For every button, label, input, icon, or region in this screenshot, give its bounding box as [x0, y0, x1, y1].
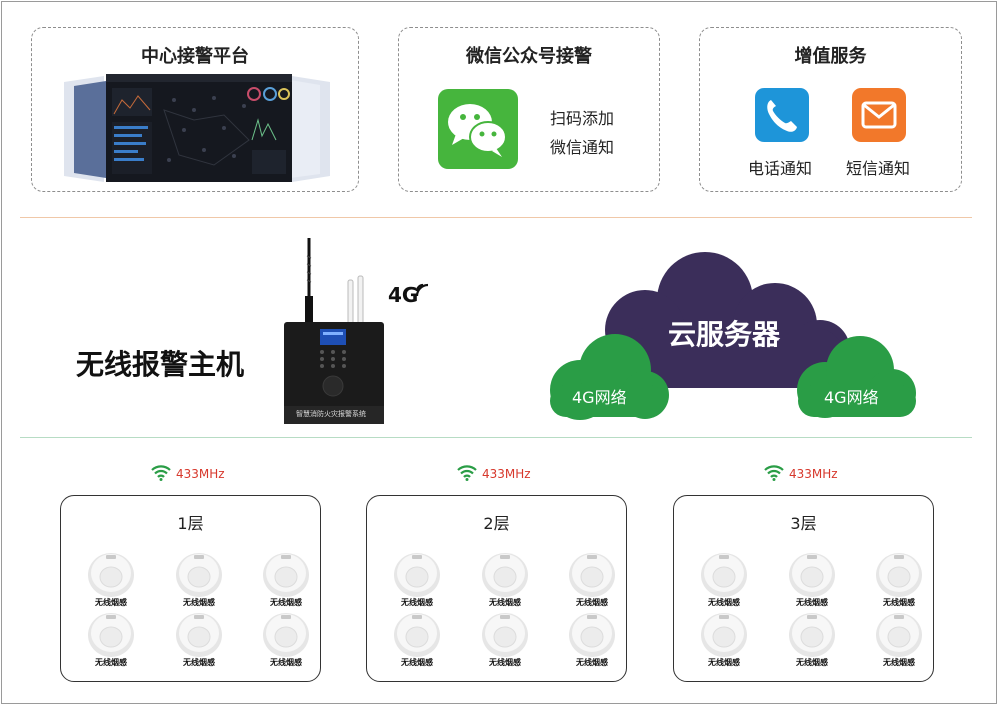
smoke-sensor: 无线烟感 [694, 551, 754, 611]
floor-title: 2层 [483, 514, 510, 533]
sensor-label: 无线烟感 [183, 598, 215, 607]
smoke-detector-icon [869, 611, 929, 663]
smoke-detector-icon [81, 611, 141, 663]
smoke-detector-icon [475, 551, 535, 603]
smoke-detector-icon [562, 611, 622, 663]
smoke-sensor: 无线烟感 [562, 611, 622, 671]
sensor-label: 无线烟感 [796, 598, 828, 607]
smoke-sensor: 无线烟感 [694, 611, 754, 671]
divider-bottom [20, 437, 972, 438]
smoke-detector-icon [169, 611, 229, 663]
sensor-label: 无线烟感 [401, 598, 433, 607]
sensor-label: 无线烟感 [883, 658, 915, 667]
smoke-detector-icon [256, 611, 316, 663]
wireless-signal-icon [150, 463, 172, 485]
sensor-label: 无线烟感 [95, 598, 127, 607]
smoke-sensor: 无线烟感 [81, 551, 141, 611]
smoke-detector-icon [256, 551, 316, 603]
device-caption: 智慧消防火灾报警系统 [296, 410, 366, 418]
smoke-detector-icon [562, 551, 622, 603]
frequency-text: 433MHz [789, 467, 838, 481]
value-added-title: 增值服务 [794, 46, 867, 67]
smoke-sensor: 无线烟感 [475, 611, 535, 671]
smoke-sensor: 无线烟感 [387, 611, 447, 671]
left-network-cloud [550, 334, 669, 420]
smoke-sensor: 无线烟感 [256, 551, 316, 611]
sensor-label: 无线烟感 [576, 658, 608, 667]
sms-icon [852, 88, 906, 142]
cloud-label: 云服务器 [668, 318, 781, 351]
badge-4g-text: 4G [388, 283, 419, 307]
sensor-label: 无线烟感 [883, 598, 915, 607]
frequency-text: 433MHz [176, 467, 225, 481]
wechat-line2: 微信通知 [550, 138, 615, 157]
sensor-label: 无线烟感 [270, 658, 302, 667]
smoke-detector-icon [694, 611, 754, 663]
floor-box: 1层无线烟感无线烟感无线烟感无线烟感无线烟感无线烟感 [60, 495, 321, 682]
smoke-detector-icon [387, 611, 447, 663]
wechat-title: 微信公众号接警 [466, 46, 592, 67]
smoke-detector-icon [869, 551, 929, 603]
smoke-sensor: 无线烟感 [782, 611, 842, 671]
cloud-graphic [550, 252, 916, 420]
smoke-sensor: 无线烟感 [869, 551, 929, 611]
frequency-label: 433MHz [150, 463, 225, 485]
center-platform-title: 中心接警平台 [141, 46, 249, 67]
badge-4g: 4G [388, 283, 429, 307]
smoke-sensor: 无线烟感 [387, 551, 447, 611]
wechat-box: 微信公众号接警 [398, 27, 660, 192]
smoke-detector-icon [387, 551, 447, 603]
sensor-label: 无线烟感 [401, 658, 433, 667]
value-added-box: 增值服务 [699, 27, 962, 192]
floor-box: 3层无线烟感无线烟感无线烟感无线烟感无线烟感无线烟感 [673, 495, 934, 682]
smoke-sensor: 无线烟感 [256, 611, 316, 671]
floor-box: 2层无线烟感无线烟感无线烟感无线烟感无线烟感无线烟感 [366, 495, 627, 682]
sensor-label: 无线烟感 [183, 658, 215, 667]
sensor-label: 无线烟感 [796, 658, 828, 667]
sensor-label: 无线烟感 [708, 598, 740, 607]
smoke-detector-icon [169, 551, 229, 603]
smoke-sensor: 无线烟感 [562, 551, 622, 611]
wechat-icon [438, 89, 518, 169]
signal-wave-icon [415, 283, 429, 297]
left-network-label: 4G网络 [572, 388, 627, 407]
sensor-label: 无线烟感 [489, 598, 521, 607]
smoke-detector-icon [475, 611, 535, 663]
sensor-label: 无线烟感 [95, 658, 127, 667]
smoke-sensor: 无线烟感 [475, 551, 535, 611]
sms-label: 短信通知 [846, 159, 911, 178]
frequency-text: 433MHz [482, 467, 531, 481]
right-network-cloud [797, 336, 916, 418]
frequency-label: 433MHz [456, 463, 531, 485]
sensor-label: 无线烟感 [270, 598, 302, 607]
smoke-sensor: 无线烟感 [782, 551, 842, 611]
wireless-signal-icon [763, 463, 785, 485]
smoke-detector-icon [782, 551, 842, 603]
host-title: 无线报警主机 [76, 348, 245, 381]
smoke-detector-icon [694, 551, 754, 603]
right-network-label: 4G网络 [824, 388, 879, 407]
center-platform-box: 中心接警平台 [31, 27, 359, 192]
divider-top [20, 217, 972, 218]
dashboard-screenshot [64, 74, 330, 182]
wireless-signal-icon [456, 463, 478, 485]
phone-icon [755, 88, 809, 142]
sensor-label: 无线烟感 [576, 598, 608, 607]
smoke-sensor: 无线烟感 [169, 611, 229, 671]
smoke-detector-icon [81, 551, 141, 603]
sensor-label: 无线烟感 [708, 658, 740, 667]
smoke-sensor: 无线烟感 [869, 611, 929, 671]
frequency-label: 433MHz [763, 463, 838, 485]
smoke-sensor: 无线烟感 [81, 611, 141, 671]
phone-label: 电话通知 [748, 159, 813, 178]
smoke-detector-icon [782, 611, 842, 663]
wechat-line1: 扫码添加 [550, 109, 615, 128]
alarm-host-device [284, 238, 384, 424]
floor-title: 3层 [790, 514, 817, 533]
sensor-label: 无线烟感 [489, 658, 521, 667]
smoke-sensor: 无线烟感 [169, 551, 229, 611]
floor-title: 1层 [177, 514, 204, 533]
